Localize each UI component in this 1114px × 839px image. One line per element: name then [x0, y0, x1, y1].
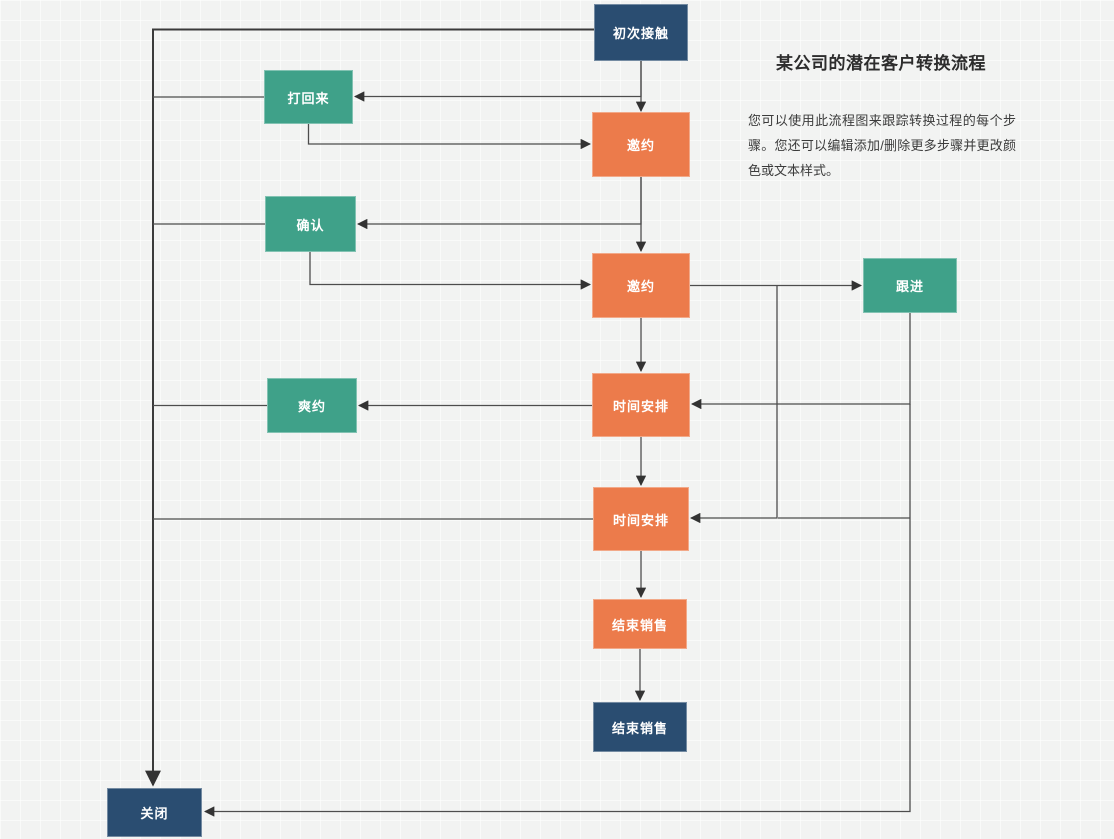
- node-confirm-label: 确认: [296, 217, 325, 233]
- edge-follow-up-to-closed: [203, 404, 911, 817]
- node-close-sale-2[interactable]: 结束销售: [593, 702, 687, 752]
- diagram-description: 您可以使用此流程图来跟踪转换过程的每个步骤。您还可以编辑添加/删除更多步骤并更改…: [748, 113, 1016, 178]
- node-call-back[interactable]: 打回来: [264, 70, 353, 124]
- node-closed[interactable]: 关闭: [107, 788, 202, 837]
- diagram-title: 某公司的潜在客户转换流程: [776, 54, 986, 73]
- node-invite-1-label: 邀约: [626, 138, 655, 153]
- node-follow-up-label: 跟进: [895, 279, 924, 294]
- edge-invite-1-to-confirm: [356, 177, 642, 230]
- node-schedule-2[interactable]: 时间安排: [593, 487, 689, 551]
- node-close-sale-1-label: 结束销售: [611, 617, 668, 633]
- node-confirm[interactable]: 确认: [265, 196, 356, 252]
- node-schedule-1-label: 时间安排: [612, 398, 669, 414]
- edge-follow-up-to-schedule-1: [690, 313, 911, 410]
- node-first-contact-label: 初次接触: [612, 26, 669, 41]
- node-close-sale-2-label: 结束销售: [611, 720, 668, 736]
- edge-first-contact-to-closed: [145, 28, 594, 787]
- node-invite-2[interactable]: 邀约: [592, 253, 690, 318]
- node-schedule-2-label: 时间安排: [612, 512, 669, 528]
- node-close-sale-1[interactable]: 结束销售: [593, 599, 687, 649]
- node-no-show[interactable]: 爽约: [267, 378, 357, 433]
- edge-call-back-to-invite-1: [307, 124, 592, 150]
- node-closed-label: 关闭: [140, 806, 169, 821]
- node-follow-up[interactable]: 跟进: [863, 258, 957, 313]
- node-no-show-label: 爽约: [297, 399, 326, 414]
- node-call-back-label: 打回来: [287, 90, 330, 106]
- node-first-contact[interactable]: 初次接触: [594, 4, 688, 61]
- node-invite-2-label: 邀约: [626, 279, 655, 294]
- edge-confirm-to-invite-2: [309, 252, 592, 290]
- edge-invite-2-to-schedule-2: [689, 285, 778, 524]
- edge-first-contact-to-call-back: [353, 61, 642, 102]
- node-schedule-1[interactable]: 时间安排: [592, 373, 690, 437]
- node-invite-1[interactable]: 邀约: [592, 112, 690, 177]
